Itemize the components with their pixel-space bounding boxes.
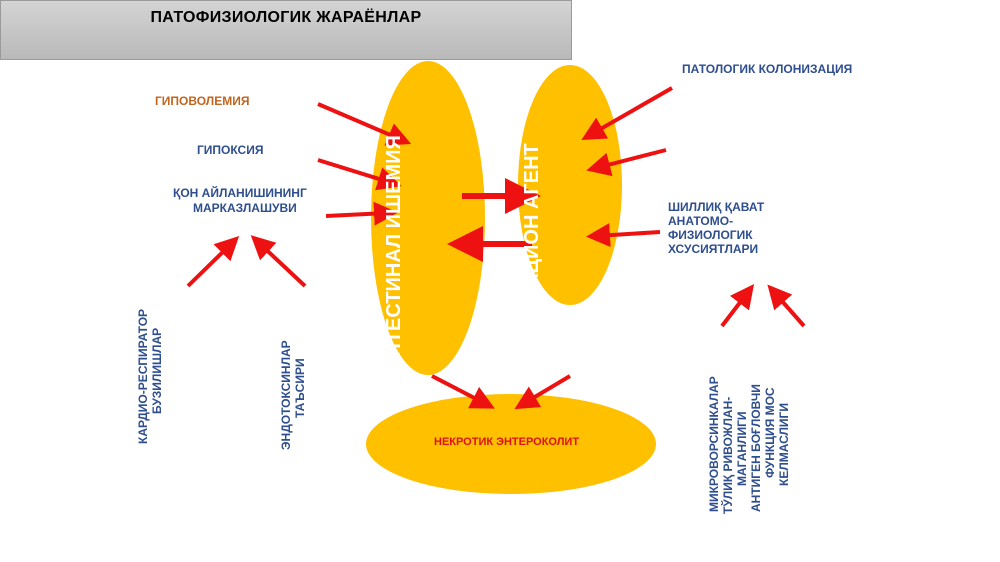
cardio-label-2: БУЗИЛИШЛАР [150,327,164,414]
micro-label-2: ТЎЛИҚ РИВОЖЛАН- [721,396,735,514]
colonization-label: ПАТОЛОГИК КОЛОНИЗАЦИЯ [682,62,853,76]
arrow-mucosa [586,223,661,248]
mucosa-label-2: АНАТОМО- [668,214,734,228]
micro-label-1: МИКРОВОРСИНКАЛАР [707,376,721,512]
micro-label-3: МАГАНЛИГИ [735,411,749,486]
hypovolemia-label: ГИПОВОЛЕМИЯ [155,94,250,108]
micro-label-4: АНТИГЕН БОҒЛОВЧИ [749,384,763,512]
ellipse-necrotizing-enterocolitis [366,394,656,494]
arrow-centralization [325,201,398,226]
micro-label-5: ФУНКЦИЯ МОС [763,387,777,478]
micro-label-6: КЕЛМАСЛИГИ [777,403,791,486]
arrow-micro-2 [767,284,806,328]
arrow-ischemia-to-nec [431,374,495,409]
arrow-hypovolemia [317,102,412,146]
arrow-agent-to-nec [514,374,572,410]
arrow-colonization-2 [586,148,667,177]
nec-label: НЕКРОТИК ЭНТЕРОКОЛИТ [434,436,580,448]
centralization-label-2: МАРКАЗЛАШУВИ [193,201,297,215]
hypoxia-label: ГИПОКСИЯ [197,143,264,157]
ellipse-left-text: ИНТЕСТИНАЛ ИШЕМИЯ [383,135,405,372]
arrow-cardio [186,236,240,288]
centralization-label-1: ҚОН АЙЛАНИШИНИНГ [173,186,307,200]
arrow-micro-1 [720,284,755,328]
mucosa-label-4: ХСУСИЯТЛАРИ [668,242,759,256]
cardio-label-1: КАРДИО-РЕСПИРАТОР [136,308,150,444]
endotoxin-label-2: ТАЪСИРИ [293,358,307,418]
ellipse-right-text: ИНФЕКЦИОН АГЕНТ [521,143,543,345]
arrow-colonization [581,86,673,140]
arrow-endotoxin [250,235,307,288]
endotoxin-label-1: ЭНДОТОКСИНЛАР [279,340,293,450]
mucosa-label-1: ШИЛЛИҚ ҚАВАТ [668,200,765,214]
arrow-hypoxia [317,158,402,191]
page-title: ПАТОФИЗИОЛОГИК ЖАРАЁНЛАР [150,9,422,26]
mucosa-label-3: ФИЗИОЛОГИК [668,228,753,242]
title-bar: ПАТОФИЗИОЛОГИК ЖАРАЁНЛАР [0,0,572,60]
